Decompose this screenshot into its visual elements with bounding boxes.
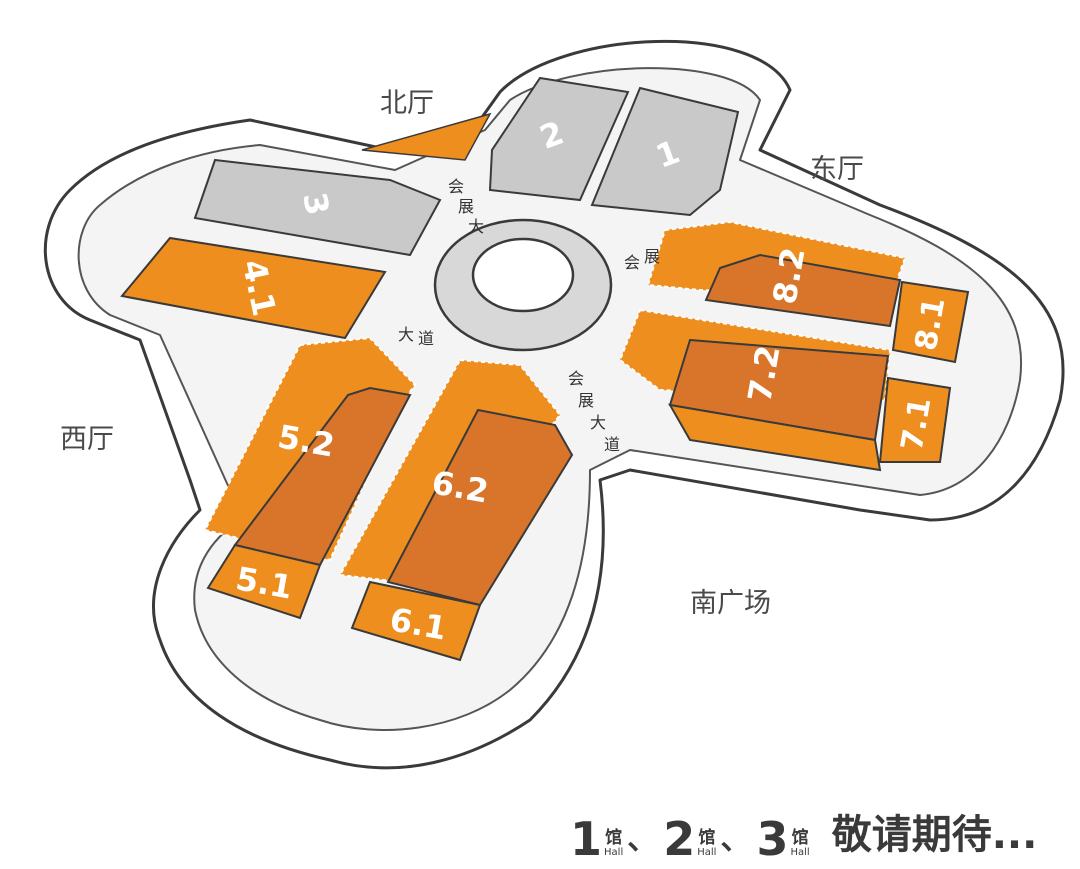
footer-hall-1-suffix: 馆 Hall [604,829,623,858]
road-east-char-1: 会 [624,253,640,272]
road-south-char-2: 展 [578,391,594,410]
entrance-south-label: 南广场 [690,588,771,619]
hall-8-1[interactable] [891,280,970,364]
footer-hall-2-guan: 馆 [698,828,716,848]
hall-7-2-lower [668,403,882,472]
road-south-char-3: 大 [590,413,606,432]
central-roundabout [433,218,613,352]
footer-hall-3-guan: 馆 [791,828,809,848]
hall-7-1[interactable] [878,376,952,463]
road-north-char-3: 大 [468,217,484,236]
footer-separator-1: 、 [627,822,658,857]
hall-2[interactable] [488,76,630,202]
footer-hall-2-suffix: 馆 Hall [697,829,716,858]
road-south-char-4: 道 [604,435,620,454]
footer-separator-2: 、 [720,822,751,857]
hall-5-1[interactable] [206,543,322,620]
north-hall-wedge [361,112,492,161]
footer-hall-3-suffix: 馆 Hall [790,829,809,858]
footer-hall-3-hall: Hall [790,847,810,858]
road-west-char-1: 大 [398,325,414,344]
entrance-west-label: 西厅 [60,424,114,455]
road-east-char-2: 展 [644,247,660,266]
road-south-char-1: 会 [568,369,584,388]
footer-hall-1-hall: Hall [604,847,624,858]
footer-hall-3-number: 3 [756,812,789,866]
road-west-char-2: 道 [418,329,434,348]
hall-4-1[interactable] [120,236,387,340]
footer-hall-2-number: 2 [663,812,696,866]
footer-hall-2-hall: Hall [697,847,717,858]
footer-hall-1-guan: 馆 [605,828,623,848]
entrance-north-label: 北厅 [380,88,434,119]
footer-hall-1-number: 1 [570,812,603,866]
hall-5-2[interactable] [233,386,412,567]
entrance-east-label: 东厅 [810,154,864,185]
road-north-char-1: 会 [448,177,464,196]
hall-1[interactable] [590,86,740,217]
footer-tagline: 敬请期待... [831,812,1038,858]
hall-6-2[interactable] [386,408,574,607]
coming-soon-banner: 1 馆 Hall 、 2 馆 Hall 、 3 馆 Hall 敬请期待... [570,792,1070,862]
hall-3[interactable] [193,158,442,257]
road-north-char-2: 展 [458,197,474,216]
hall-6-1[interactable] [350,580,482,662]
hall-8-2[interactable] [704,253,902,328]
